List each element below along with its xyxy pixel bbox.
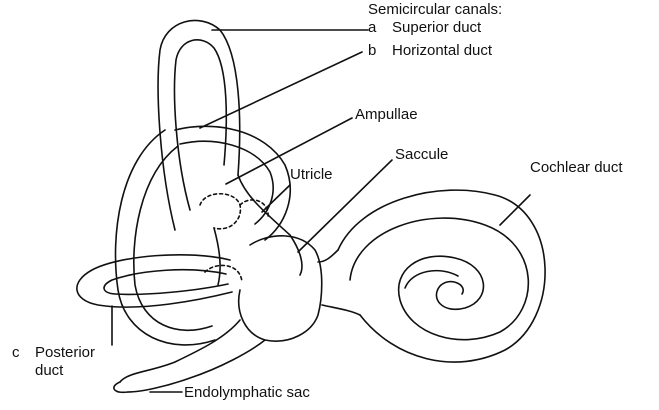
leader-horizontal-duct: [200, 52, 362, 128]
superior-canal-inner: [175, 40, 227, 210]
posterior-canal-outer: [115, 130, 215, 345]
label-superior-duct: Superior duct: [392, 20, 481, 36]
endolymphatic-sac: [114, 382, 128, 392]
superior-canal-outer: [158, 20, 240, 230]
label-posterior-line2: duct: [35, 363, 63, 379]
ampulla-superior: [200, 194, 240, 229]
posterior-duct-outer: [77, 255, 232, 307]
label-semicircular-canals: Semicircular canals:: [368, 2, 502, 18]
label-horizontal-duct: Horizontal duct: [392, 43, 492, 59]
label-posterior-letter: c: [12, 345, 20, 361]
label-cochlear-duct: Cochlear duct: [530, 160, 623, 176]
saccule-body: [239, 236, 322, 341]
posterior-canal-inner: [134, 146, 212, 330]
label-posterior-line1: Posterior: [35, 345, 95, 361]
label-ampullae: Ampullae: [355, 107, 418, 123]
leader-utricle: [262, 185, 290, 212]
label-utricle: Utricle: [290, 167, 333, 183]
label-superior-letter: a: [368, 20, 376, 36]
utricle-body: [238, 175, 302, 275]
posterior-duct-inner: [104, 270, 228, 295]
cochlea-connector-top: [318, 250, 338, 262]
leader-cochlear: [500, 195, 530, 225]
cochlea-connector-bottom: [322, 305, 360, 315]
label-saccule: Saccule: [395, 147, 448, 163]
cochlea-inner: [350, 218, 528, 340]
cochlea-spiral-core: [405, 271, 458, 288]
horizontal-canal-inner: [180, 141, 273, 224]
label-horizontal-letter: b: [368, 43, 376, 59]
label-endolymphatic-sac: Endolymphatic sac: [184, 385, 310, 401]
